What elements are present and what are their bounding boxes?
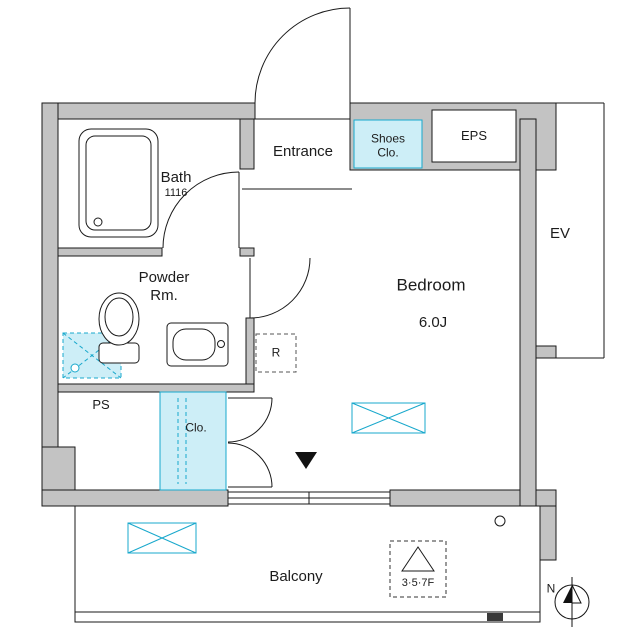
label-bedroom-size: 6.0J [418,313,448,331]
toilet-tank [98,342,140,364]
wall-bottom-left [41,489,229,507]
bathtub [78,128,159,238]
closet-door-arc-top [227,397,273,443]
label-compass-north: N [546,581,556,596]
label-balcony: Balcony [269,567,323,585]
wall-entrance-bath [239,118,255,170]
washer-drain [70,363,80,373]
balcony-drain-box [487,613,503,621]
balcony-structure [74,506,541,623]
toilet-seat [104,297,134,337]
wall-powder-right [245,317,255,393]
wall-right [519,118,537,507]
label-ev: EV [549,224,571,242]
balcony-railing [74,611,541,623]
sink [166,322,229,367]
label-closet: Clo. [185,420,207,435]
balcony-storage-mark [127,522,197,554]
sink-faucet [217,340,225,348]
bath-door-arc [162,171,240,249]
closet-door-arc-bottom [227,442,273,488]
balcony-window [227,491,391,505]
label-powder-line1: Powder [138,268,190,286]
closet-area [159,391,227,491]
bedroom-storage-mark [351,402,426,434]
wall-ev-bottom-chunk [535,345,557,359]
compass-icon [554,577,590,627]
wall-powder-stub [239,247,255,257]
entrance-door [242,7,352,190]
compass-needle-filled [563,585,572,603]
wall-left [41,102,59,507]
wall-bath-powder [57,247,163,257]
label-refrigerator: R [271,345,281,360]
label-shoes-line1: Shoes [370,131,406,146]
sink-basin [172,328,216,361]
entrance-door-arc [254,7,351,104]
wall-top-left [41,102,256,120]
bath-door [162,171,240,249]
closet-doors [227,397,273,488]
ev-shaft [536,102,605,359]
label-hatch-floors: 3·5·7F [401,576,435,589]
label-eps: EPS [460,127,488,143]
label-powder-line2: Rm. [150,286,178,304]
label-bedroom: Bedroom [396,275,466,295]
refrigerator-space-box [255,333,297,373]
evacuation-hatch [389,540,447,598]
shoes-closet [353,119,423,169]
hatch-triangle-icon [401,546,435,572]
label-shoes-line2: Clo. [377,145,399,160]
label-bath: Bath [160,168,192,186]
direction-marker-icon [295,452,317,469]
balcony-hose-bib [494,515,506,527]
compass-needle-outline [571,584,582,604]
powder-door-arc [249,257,311,319]
label-entrance: Entrance [272,142,334,160]
label-ps: PS [92,396,110,412]
wall-balcony-right [539,505,557,561]
eps-room [431,109,517,163]
toilet [98,292,140,364]
label-bath-size: 1116 [164,186,188,199]
powder-door [249,257,311,319]
bath-drain [93,217,103,227]
wall-powder-bottom [57,383,255,393]
